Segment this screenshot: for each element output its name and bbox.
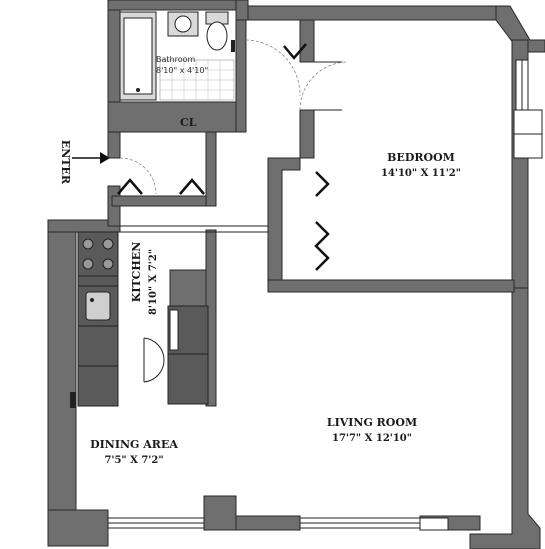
bathroom-fixtures: [119, 11, 235, 101]
kitchen-dims: 8'10" X 7'2": [148, 249, 159, 315]
bathroom-label: Bathroom: [156, 55, 196, 64]
living-room-label: LIVING ROOM: [327, 416, 417, 429]
stove-icon: [77, 231, 119, 277]
bathroom-door-icon: [283, 43, 307, 60]
bathroom-dims: 8'10" x 4'10": [156, 66, 208, 75]
dining-area-label: DINING AREA: [90, 438, 178, 451]
bedroom-label: BEDROOM: [387, 151, 455, 164]
doors: [70, 39, 349, 408]
bedroom-closet-door-icon: [315, 171, 330, 197]
closet-label: CL: [180, 116, 197, 129]
closet-door-icon: [117, 178, 143, 195]
kitchen-fixtures: [77, 231, 209, 407]
windows: [107, 59, 543, 531]
living-room-dims: 17'7" X 12'10": [332, 433, 412, 444]
enter-label: ENTER: [59, 140, 72, 185]
thin-partitions: [120, 61, 342, 233]
bedroom-dims: 14'10" X 11'2": [381, 168, 461, 179]
entry-arrow-icon: [72, 152, 110, 164]
dining-area-dims: 7'5" X 7'2": [104, 455, 163, 466]
kitchen-label: KITCHEN: [130, 242, 143, 302]
